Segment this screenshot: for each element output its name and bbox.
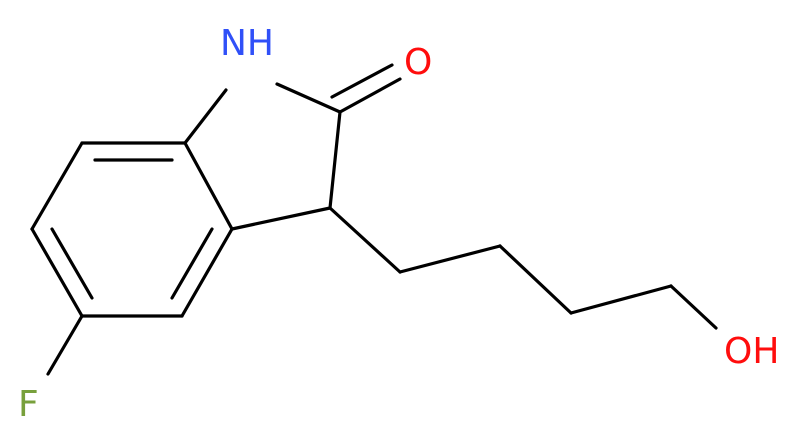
- bond-c5-f: [46, 314, 84, 376]
- bond-chain-2: [398, 244, 502, 274]
- atom-label-o: O: [404, 42, 432, 83]
- bond-chain-3: [498, 244, 573, 315]
- atom-label-oh: OH: [724, 331, 779, 372]
- bond-chain-4: [569, 284, 673, 315]
- bond-n1-c2: [275, 82, 342, 114]
- bond-c4-c3a-inner: [170, 227, 214, 300]
- atom-label-f: F: [18, 384, 39, 425]
- bond-c7-c6: [30, 141, 84, 231]
- bond-c3-c3a: [230, 206, 332, 231]
- bond-c3a-c7a: [183, 141, 234, 231]
- bond-c4-c3a: [180, 227, 234, 318]
- bonds: [30, 63, 718, 376]
- bond-c6-c5-inner: [50, 227, 94, 300]
- bond-c6-c5: [30, 227, 84, 318]
- atom-label-nh: NH: [220, 23, 274, 64]
- bond-chain-5: [669, 284, 718, 330]
- bond-c2-o-b: [330, 63, 394, 99]
- bond-chain-1: [328, 206, 402, 274]
- atom-labels: NH O F OH: [18, 23, 779, 425]
- bond-c2-o-a: [338, 77, 402, 114]
- bond-c2-c3: [328, 110, 342, 210]
- bond-c7a-n1: [183, 88, 228, 145]
